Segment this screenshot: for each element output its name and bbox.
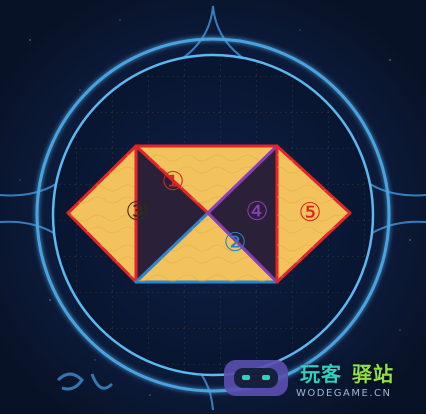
piece-5-texture: [277, 146, 350, 282]
watermark-domain: WODEGAME.CN: [296, 388, 392, 399]
piece-2-label: ②: [223, 228, 246, 258]
watermark-brand-left: 玩客: [300, 362, 342, 386]
tangram-pieces: [66, 144, 352, 284]
outer-ring: [35, 37, 391, 393]
piece-labels: ① ② ③ ④ ⑤: [125, 167, 321, 258]
piece-5-label: ⑤: [298, 198, 321, 228]
robot-face-icon: [224, 360, 288, 396]
starfield: [19, 19, 411, 396]
watermark-brand: 玩客驿站: [300, 358, 394, 387]
piece-top-texture: [136, 146, 277, 213]
piece-2-texture: [136, 213, 277, 282]
piece-1-label: ①: [161, 167, 184, 197]
piece-3-texture: [68, 146, 136, 282]
decorative-swirl-icon: [56, 372, 114, 391]
watermark-brand-right: 驿站: [352, 362, 394, 386]
piece-4-label: ④: [245, 197, 268, 227]
piece-3-label: ③: [125, 197, 148, 227]
